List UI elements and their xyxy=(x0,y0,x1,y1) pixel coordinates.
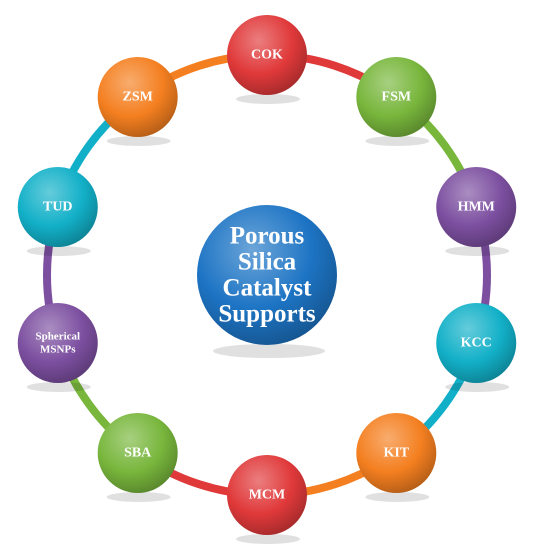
node-label-tud-line-1: TUD xyxy=(43,200,73,215)
node-label-zsm-line-1: ZSM xyxy=(123,90,153,105)
node-label-spherical-msnps-line-2: MSNPs xyxy=(40,343,76,355)
node-shadow xyxy=(26,381,91,392)
node-label-cok-line-1: COK xyxy=(251,48,283,63)
node-circle-spherical-msnps xyxy=(17,302,98,383)
node-mcm: MCM xyxy=(227,455,307,544)
node-fsm: FSM xyxy=(356,57,437,147)
node-hmm: HMM xyxy=(436,167,517,257)
node-circle-sba xyxy=(97,412,178,493)
node-shadow xyxy=(106,491,171,502)
node-label-fsm-line-1: FSM xyxy=(382,90,412,105)
center-shadow xyxy=(213,344,325,358)
node-circle-fsm xyxy=(356,57,437,138)
node-circle-kcc xyxy=(436,302,517,383)
node-sba: SBA xyxy=(97,412,178,502)
node-label-mcm-line-1: MCM xyxy=(249,488,286,503)
node-shadow xyxy=(445,381,510,392)
center-label-line-3: Catalyst xyxy=(223,275,313,302)
node-shadow xyxy=(106,136,171,147)
node-shadow xyxy=(365,136,430,147)
center-circle xyxy=(197,205,337,345)
node-kcc: KCC xyxy=(436,302,517,392)
node-label-kit-line-1: KIT xyxy=(383,445,409,460)
node-circle-hmm xyxy=(436,167,517,248)
node-circle-cok xyxy=(227,15,307,95)
node-tud: TUD xyxy=(17,167,98,257)
center-label-line-1: Porous xyxy=(230,223,305,250)
node-circle-zsm xyxy=(97,57,178,138)
node-label-spherical-msnps-line-1: Spherical xyxy=(35,330,80,342)
node-label-kcc-line-1: KCC xyxy=(461,335,492,350)
node-circle-tud xyxy=(17,167,98,248)
node-circle-mcm xyxy=(227,455,307,535)
node-kit: KIT xyxy=(356,412,437,502)
node-cok: COK xyxy=(227,15,307,104)
node-shadow xyxy=(236,94,300,104)
node-shadow xyxy=(445,246,510,257)
node-label-sba-line-1: SBA xyxy=(124,445,152,460)
node-circle-kit xyxy=(356,412,437,493)
center-label-line-4: Supports xyxy=(218,301,316,328)
center-label-line-2: Silica xyxy=(238,249,297,276)
node-shadow xyxy=(236,534,300,544)
node-shadow xyxy=(26,246,91,257)
node-label-hmm-line-1: HMM xyxy=(458,200,495,215)
node-shadow xyxy=(365,491,430,502)
node-zsm: ZSM xyxy=(97,57,178,147)
